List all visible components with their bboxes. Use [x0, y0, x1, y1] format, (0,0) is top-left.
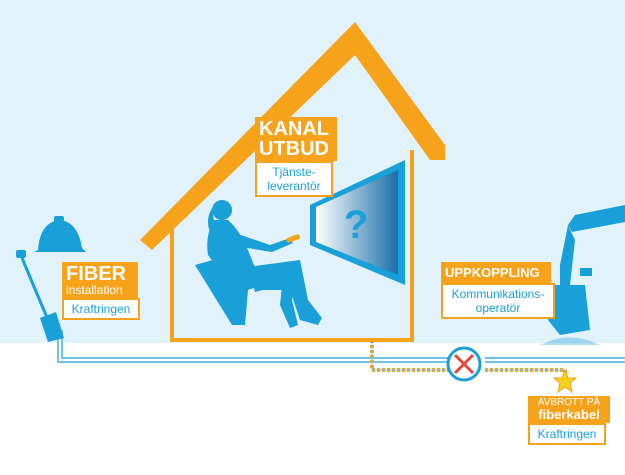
- avbrott-title-line2: fiberkabel: [538, 407, 600, 422]
- person-silhouette: [195, 200, 322, 328]
- person-leg-2: [250, 268, 298, 328]
- fiber-title-sub: installation: [66, 283, 123, 297]
- label-kanal-utbud: KANAL UTBUD Tjänste- leverantör: [255, 117, 337, 197]
- shovel-icon: [16, 250, 64, 342]
- house-frame: [170, 150, 414, 342]
- avbrott-subtitle: Kraftringen: [528, 423, 606, 445]
- fiber-title: FIBER installation: [62, 262, 138, 298]
- fiber-orange-outline: [371, 340, 565, 371]
- ground: [0, 343, 625, 470]
- kanal-title: KANAL UTBUD: [255, 117, 337, 161]
- uppkoppling-sub-line2: operatör: [475, 301, 521, 315]
- cable-blue-left-inner: [59, 330, 625, 361]
- remote-icon: [286, 234, 301, 243]
- uppkoppling-title: UPPKOPPLING: [441, 262, 551, 283]
- fiber-title-main: FIBER: [66, 263, 126, 285]
- uppkoppling-sub-line1: Kommunikations-: [451, 287, 545, 301]
- person-arm: [232, 232, 293, 252]
- label-avbrott: AVBROTT PÅ fiberkabel Kraftringen: [528, 396, 610, 445]
- fiber-subtitle: Kraftringen: [62, 298, 140, 320]
- avbrott-title: AVBROTT PÅ fiberkabel: [528, 396, 610, 423]
- kanal-sub-line2: leverantör: [267, 179, 321, 193]
- kanal-title-line1: KANAL: [259, 118, 329, 140]
- tv: ?: [310, 160, 405, 285]
- kanal-sub-line1: Tjänste-: [272, 165, 316, 179]
- helmet-icon: [34, 216, 86, 252]
- excavator-icon: [548, 205, 625, 335]
- spark-icon: [552, 368, 578, 394]
- x-mark-icon: [446, 346, 482, 382]
- avbrott-title-line1: AVBROTT PÅ: [537, 397, 601, 408]
- label-uppkoppling: UPPKOPPLING Kommunikations- operatör: [441, 262, 555, 319]
- kanal-subtitle: Tjänste- leverantör: [255, 161, 333, 197]
- person-head: [212, 200, 232, 220]
- tv-question-mark: ?: [344, 203, 368, 247]
- kanal-title-line2: UTBUD: [259, 138, 329, 160]
- chair: [195, 258, 248, 325]
- house: [140, 22, 445, 342]
- label-fiber-installation: FIBER installation Kraftringen: [62, 262, 140, 320]
- cable-network: [57, 330, 625, 382]
- uppkoppling-subtitle: Kommunikations- operatör: [441, 283, 555, 319]
- dirt-mound: [540, 337, 600, 345]
- tv-screen: [316, 170, 398, 275]
